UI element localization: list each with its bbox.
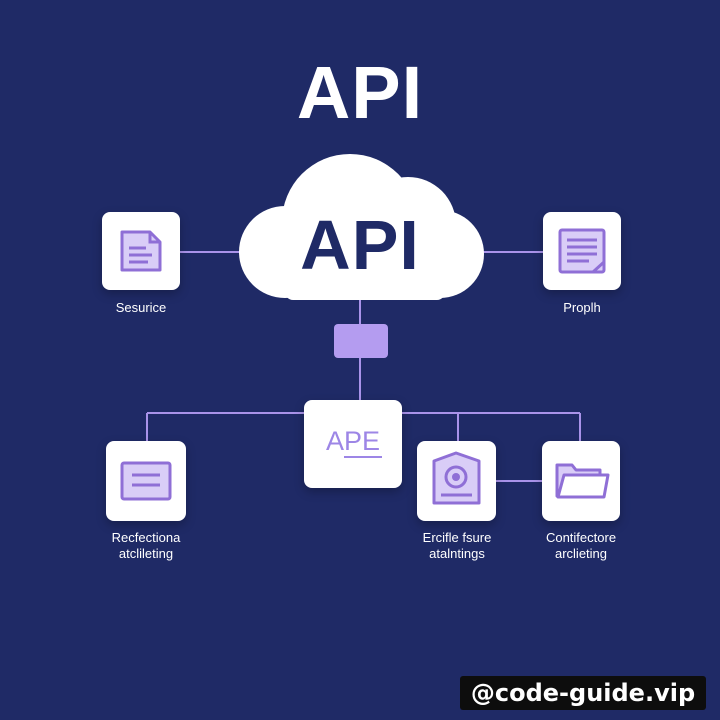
node-bottom-mid[interactable] xyxy=(417,441,496,521)
node-bottom-mid-line2: atalntings xyxy=(429,546,485,561)
node-bottom-right-label: Contifectore arclieting xyxy=(526,530,636,562)
node-bottom-mid-line1: Ercifle fsure xyxy=(422,530,492,545)
node-bottom-left[interactable] xyxy=(106,441,186,521)
watermark: @code-guide.vip xyxy=(460,676,706,710)
window-icon xyxy=(120,461,172,501)
hub-label: APE xyxy=(325,426,381,456)
node-bottom-mid-label: Ercifle fsure atalntings xyxy=(402,530,512,562)
node-bottom-right-line2: arclieting xyxy=(554,546,608,561)
node-bottom-right-line1: Contifectore xyxy=(545,530,617,545)
node-bottom-left-label: Recfectiona atclileting xyxy=(86,530,206,562)
cloud-label: API xyxy=(300,206,420,284)
notepad-icon xyxy=(558,228,606,274)
hub-node[interactable] xyxy=(304,400,402,488)
connector-block xyxy=(334,324,388,358)
node-bottom-right[interactable] xyxy=(542,441,620,521)
node-top-left[interactable] xyxy=(102,212,180,290)
node-bottom-left-line1: Recfectiona xyxy=(111,530,181,545)
folder-icon xyxy=(555,463,610,499)
document-icon xyxy=(120,230,162,272)
node-top-right-label: Proplh xyxy=(563,300,601,315)
node-bottom-left-line2: atclileting xyxy=(118,546,174,561)
page-title: API xyxy=(296,51,424,134)
node-top-right[interactable] xyxy=(543,212,621,290)
badge-icon xyxy=(432,451,481,505)
hub-underline xyxy=(344,456,382,458)
node-top-left-label: Sesurice xyxy=(115,300,167,315)
